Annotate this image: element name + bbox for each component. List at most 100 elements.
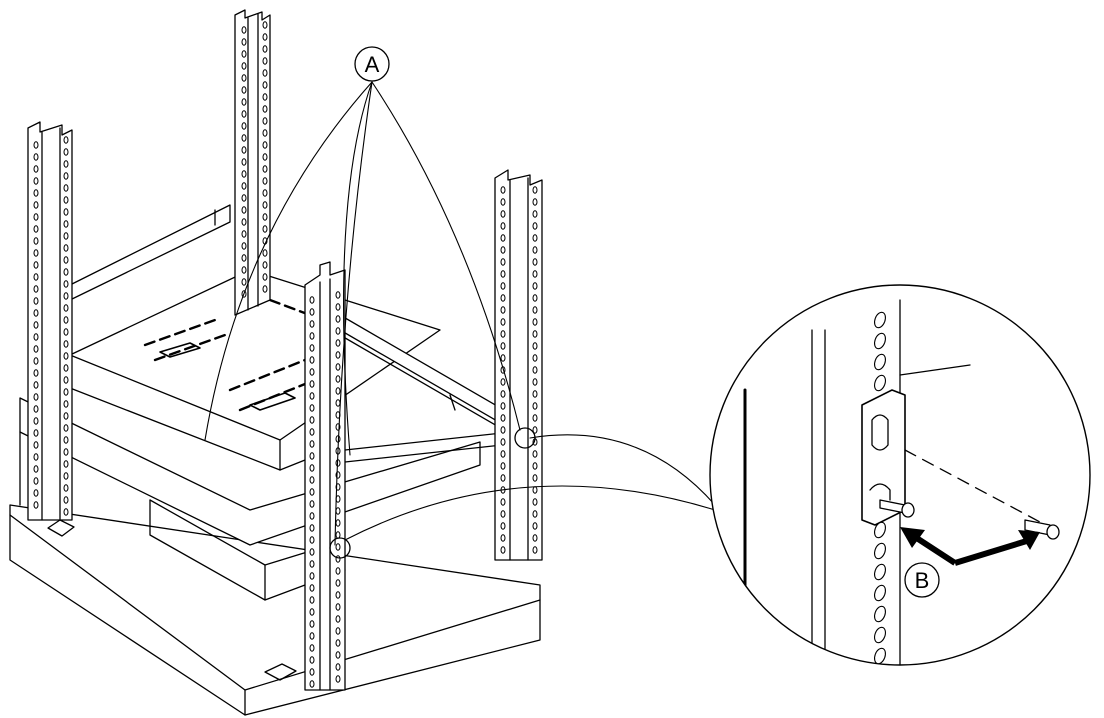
post-hole [262,93,268,101]
post-hole [532,330,538,338]
post-hole [500,198,506,206]
post-hole [335,519,341,527]
post-hole [241,182,247,190]
post-hole [532,270,538,278]
post-hole [532,414,538,422]
post-hole [532,534,538,542]
post-hole [500,546,506,554]
post-hole [500,462,506,470]
post-hole [241,122,247,130]
post-hole [309,464,315,472]
post-hole [335,531,341,539]
post-hole [33,405,39,413]
post-hole [309,536,315,544]
post-hole [241,86,247,94]
post-hole [309,308,315,316]
detail-post-hole [874,647,886,665]
post-hole [63,508,69,516]
detail-post-hole [874,521,886,539]
post-hole [63,436,69,444]
post-hole [500,450,506,458]
post-hole [500,426,506,434]
post-hole [309,380,315,388]
post-hole [532,522,538,530]
post-hole [532,390,538,398]
post-hole [33,261,39,269]
post-hole [309,368,315,376]
post-hole [500,474,506,482]
post-hole [262,225,268,233]
post-hole [262,285,268,293]
post-hole [532,342,538,350]
post-hole [262,189,268,197]
post-hole [33,273,39,281]
post-hole [335,567,341,575]
post-hole [241,98,247,106]
post-hole [500,282,506,290]
post-hole [500,306,506,314]
callout-a-label: A [365,52,380,77]
post-hole [241,158,247,166]
post-hole [335,543,341,551]
post-hole [309,632,315,640]
post-hole [262,57,268,65]
post-hole [63,208,69,216]
post-hole [33,225,39,233]
post-hole [63,256,69,264]
post-hole [500,414,506,422]
post-hole [335,387,341,395]
post-hole [500,258,506,266]
post-hole [309,332,315,340]
post-hole [532,354,538,362]
post-hole [63,280,69,288]
detail-post-hole [874,311,886,329]
post-hole [309,320,315,328]
post-hole [241,134,247,142]
detail-post-hole [874,584,886,602]
post-hole [262,45,268,53]
post-hole [335,615,341,623]
post-hole [63,196,69,204]
post-hole [33,321,39,329]
post-hole [500,534,506,542]
post-hole [33,489,39,497]
post-hole [262,165,268,173]
post-hole [262,201,268,209]
post-hole [262,177,268,185]
post-hole [63,352,69,360]
post-hole [33,369,39,377]
post-hole [33,465,39,473]
post-hole [500,210,506,218]
post-hole [63,220,69,228]
post-hole [241,194,247,202]
post-hole [63,184,69,192]
post-hole [500,318,506,326]
left-side-rail [69,204,231,301]
post-hole [335,675,341,683]
post-hole [309,452,315,460]
post-hole [63,412,69,420]
post-mounting-holes [33,21,538,688]
post-hole [532,294,538,302]
attachment-point-right [514,427,536,449]
post-hole [262,21,268,29]
post-hole [532,246,538,254]
install-direction-arrows [910,532,1031,566]
post-hole [63,460,69,468]
post-hole [262,273,268,281]
post-hole [262,105,268,113]
post-hole [500,270,506,278]
post-hole [63,340,69,348]
post-hole [33,429,39,437]
post-hole [309,656,315,664]
detail-post-hole [874,626,886,644]
post-hole [335,339,341,347]
post-hole [309,488,315,496]
post-hole [262,81,268,89]
post-hole [309,668,315,676]
post-hole [335,351,341,359]
post-hole [33,417,39,425]
attachment-point-left [329,537,351,559]
post-hole [309,416,315,424]
post-front-center [304,261,346,691]
